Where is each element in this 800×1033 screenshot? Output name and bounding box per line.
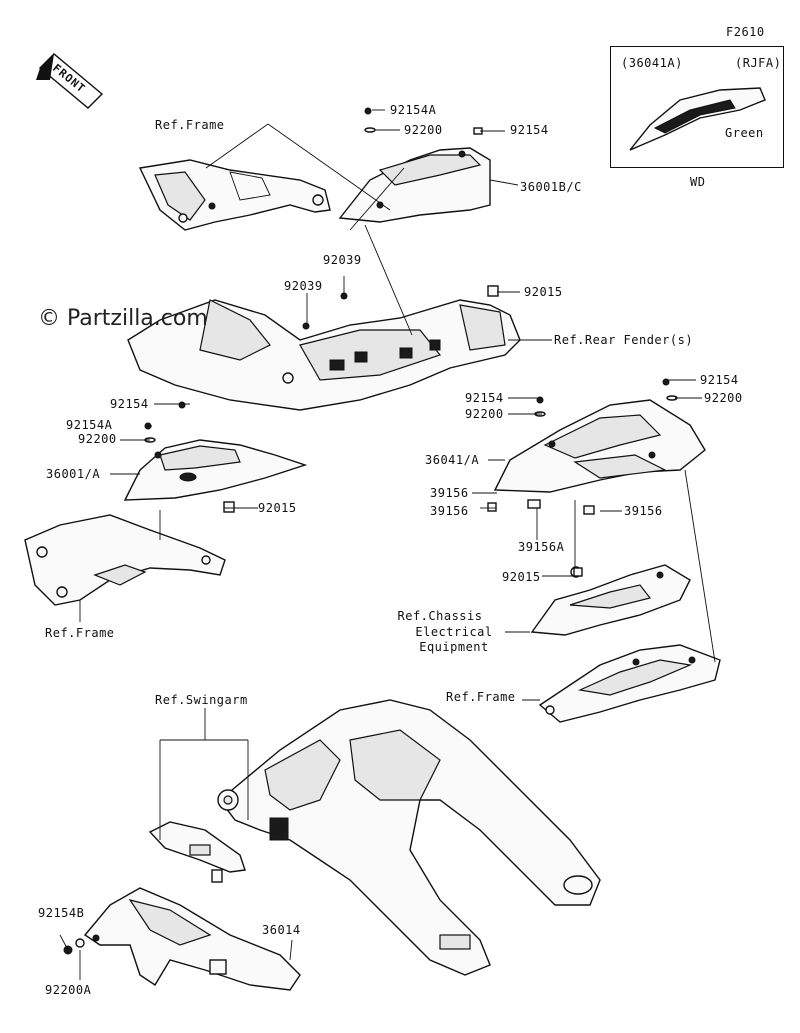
- seat-cover-upper: [338, 147, 491, 223]
- callout-ref-chassis-3: Equipment: [419, 640, 489, 654]
- chain-guard-pad: [148, 821, 246, 883]
- inset-part-code: (36041A): [621, 56, 683, 70]
- callout-92200-right: 92200: [704, 391, 743, 405]
- callout-ref-chassis-2: Electrical: [415, 625, 493, 639]
- callout-92154A-left: 92154A: [66, 418, 113, 432]
- leader-lines: [59, 109, 716, 980]
- figure-code: F2610: [726, 25, 765, 39]
- callout-92200-mid: 92200: [465, 407, 504, 421]
- frame-top-part: [138, 159, 331, 231]
- callout-92154A-top: 92154A: [390, 103, 437, 117]
- callout-36001A: 36001/A: [46, 467, 101, 481]
- seat-cover-right: [487, 399, 706, 515]
- frame-left-part: [24, 514, 226, 606]
- watermark: © Partzilla.com: [38, 306, 208, 331]
- callout-92015-right: 92015: [524, 285, 563, 299]
- callout-ref-swingarm: Ref.Swingarm: [155, 693, 248, 707]
- callout-92015-left: 92015: [258, 501, 297, 515]
- callout-92200-top: 92200: [404, 123, 443, 137]
- callout-92200A: 92200A: [45, 983, 92, 997]
- callout-36001BC: 36001B/C: [520, 180, 582, 194]
- callout-92039-b: 92039: [284, 279, 323, 293]
- callout-ref-frame-right: Ref.Frame: [446, 690, 516, 704]
- front-direction-badge: FRONT: [36, 50, 106, 110]
- front-arrow-icon: [36, 53, 104, 109]
- callout-92154-mid: 92154: [465, 391, 504, 405]
- callout-39156-a: 39156: [430, 486, 469, 500]
- callout-ref-rear-fender: Ref.Rear Fender(s): [554, 333, 694, 347]
- inset-model-code: WD: [690, 175, 706, 189]
- seat-cover-left: [123, 439, 308, 513]
- callout-ref-chassis-1: Ref.Chassis: [397, 609, 483, 623]
- inset-color-code: (RJFA): [735, 56, 782, 70]
- callout-92200-left: 92200: [78, 432, 117, 446]
- callout-36041A: 36041/A: [425, 453, 480, 467]
- callout-ref-frame-top: Ref.Frame: [155, 118, 225, 132]
- inset-box: (36041A) (RJFA) Green: [610, 46, 784, 168]
- callout-ref-frame-left: Ref.Frame: [45, 626, 115, 640]
- callout-39156-b: 39156: [430, 504, 469, 518]
- chassis-electrical-tray: [530, 564, 691, 636]
- callout-39156A: 39156A: [518, 540, 565, 554]
- callout-92015-low: 92015: [502, 570, 541, 584]
- callout-92154B: 92154B: [38, 906, 85, 920]
- callout-39156-c: 39156: [624, 504, 663, 518]
- inset-seat-cover: [629, 87, 766, 151]
- callout-36014: 36014: [262, 923, 301, 937]
- chain-guard: [83, 887, 301, 991]
- inset-color-name: Green: [725, 126, 764, 140]
- callout-92154-left: 92154: [110, 397, 149, 411]
- rear-fender-assembly: [127, 285, 521, 411]
- frame-right-part: [538, 644, 721, 723]
- callout-92154-top: 92154: [510, 123, 549, 137]
- callout-92039-a: 92039: [323, 253, 362, 267]
- callout-92154-right: 92154: [700, 373, 739, 387]
- swingarm: [217, 699, 601, 976]
